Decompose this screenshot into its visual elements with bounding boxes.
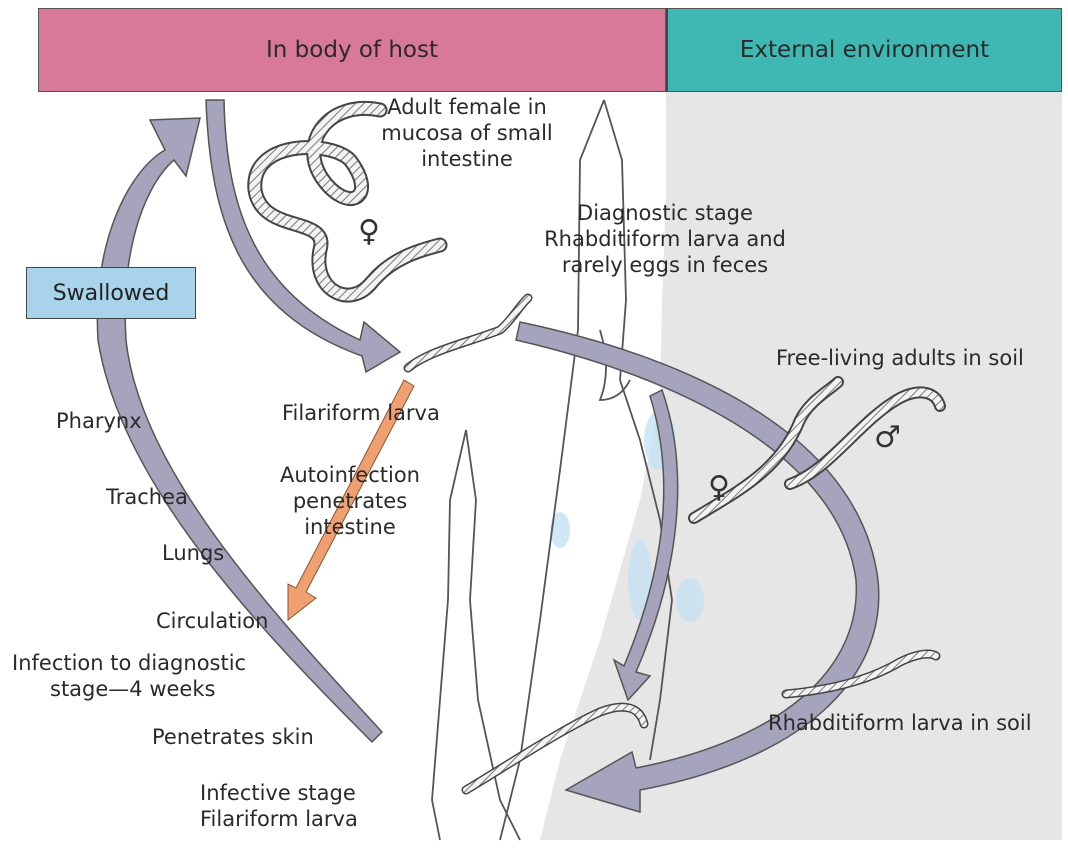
autoinfection-line-2: penetrates	[250, 488, 450, 514]
diagnostic-line-3: rarely eggs in feces	[520, 252, 810, 278]
adult-female-label: Adult female in mucosa of small intestin…	[352, 94, 582, 172]
adult-female-line-2: mucosa of small	[352, 120, 582, 146]
female-symbol-icon: ♀	[708, 470, 730, 505]
autoinfection-label: Autoinfection penetrates intestine	[250, 462, 450, 540]
external-header-label: External environment	[740, 37, 989, 63]
adult-female-line-3: intestine	[352, 146, 582, 172]
diagnostic-line-2: Rhabditiform larva and	[520, 226, 810, 252]
infective-line-1: Infective stage	[200, 780, 358, 806]
diagnostic-stage-label: Diagnostic stage Rhabditiform larva and …	[520, 200, 810, 278]
autoinfection-line-3: intestine	[250, 514, 450, 540]
penetrates-skin-label: Penetrates skin	[152, 724, 314, 750]
male-symbol-icon: ♂	[874, 420, 901, 455]
pharynx-label: Pharynx	[56, 408, 142, 434]
infection-time-label: Infection to diagnostic stage—4 weeks	[12, 650, 246, 702]
external-header-band: External environment	[666, 8, 1062, 92]
host-header-label: In body of host	[266, 37, 438, 63]
free-living-adults-label: Free-living adults in soil	[776, 345, 1024, 371]
filariform-larva-label: Filariform larva	[282, 400, 440, 426]
female-symbol-icon: ♀	[358, 214, 380, 249]
adult-female-line-1: Adult female in	[352, 94, 582, 120]
swallowed-label: Swallowed	[53, 281, 170, 306]
infective-stage-label: Infective stage Filariform larva	[200, 780, 358, 832]
host-header-band: In body of host	[38, 8, 666, 92]
circulation-label: Circulation	[156, 608, 268, 634]
infection-time-line-2: stage—4 weeks	[12, 676, 246, 702]
rhabditiform-soil-label: Rhabditiform larva in soil	[768, 710, 1032, 736]
trachea-label: Trachea	[106, 484, 188, 510]
diagnostic-line-1: Diagnostic stage	[520, 200, 810, 226]
infective-line-2: Filariform larva	[200, 806, 358, 832]
autoinfection-line-1: Autoinfection	[250, 462, 450, 488]
swallowed-box: Swallowed	[26, 267, 196, 319]
infection-time-line-1: Infection to diagnostic	[12, 650, 246, 676]
lungs-label: Lungs	[162, 540, 224, 566]
